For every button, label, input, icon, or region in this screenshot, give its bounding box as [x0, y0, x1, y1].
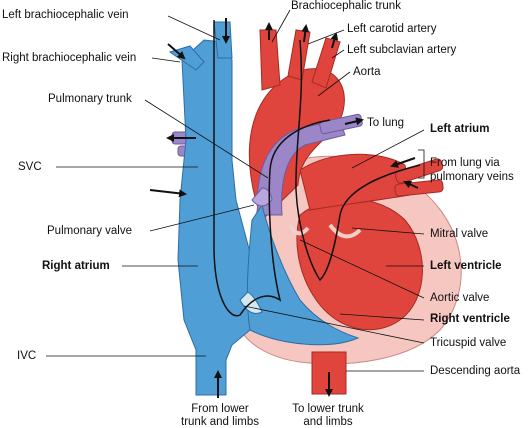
flow-path-oxygenated [295, 39, 421, 282]
label-tricuspid-valve: Tricuspid valve [430, 337, 507, 349]
label-left-subclavian-artery: Left subclavian artery [347, 44, 457, 56]
label-left-brachiocephalic-vein: Left brachiocephalic vein [2, 9, 129, 21]
right-ventricle-chamber [246, 203, 360, 346]
aortic-valve-shape [288, 223, 310, 236]
label-right-brachiocephalic-vein: Right brachiocephalic vein [2, 52, 137, 64]
label-from-lower-line1: From lower [191, 403, 249, 415]
leader-lines [46, 9, 425, 372]
label-to-lower-line1: To lower trunk [292, 403, 364, 415]
label-svc: SVC [18, 161, 42, 173]
label-from-lung-line1: From lung via [430, 157, 500, 169]
arrow-right-brachiocephalic [167, 43, 186, 60]
label-from-lung-line2: pulmonary veins [430, 171, 514, 183]
flow-path-deoxygenated [213, 20, 331, 317]
arrow-left-subclavian [330, 32, 339, 49]
label-brachiocephalic-trunk: Brachiocephalic trunk [291, 0, 401, 12]
arrow-from-lung-lower [403, 180, 419, 189]
label-left-carotid-artery: Left carotid artery [347, 23, 437, 35]
label-aorta: Aorta [353, 66, 381, 78]
label-mitral-valve: Mitral valve [430, 228, 489, 240]
arrow-from-lung-upper [390, 157, 416, 168]
svc-vessel [177, 39, 253, 396]
label-aortic-valve: Aortic valve [430, 292, 490, 304]
pulmonary-valve-shape [251, 187, 273, 207]
mitral-valve-shape [328, 223, 362, 239]
label-right-atrium: Right atrium [42, 260, 110, 272]
left-subclavian-vessel [311, 37, 341, 89]
brachiocephalic-trunk-vessel [259, 29, 281, 91]
label-descending-aorta: Descending aorta [430, 365, 521, 377]
arrow-to-lung [344, 117, 364, 126]
label-left-atrium: Left atrium [430, 123, 490, 135]
label-to-lung: To lung [367, 117, 405, 129]
label-pulmonary-valve: Pulmonary valve [47, 225, 133, 237]
arrow-left-carotid [301, 24, 310, 43]
label-ivc: IVC [17, 350, 37, 362]
label-right-ventricle: Right ventricle [430, 313, 510, 325]
label-pulmonary-trunk: Pulmonary trunk [48, 93, 132, 105]
label-from-lower-line2: trunk and limbs [181, 416, 259, 428]
arrow-svc-entry [149, 189, 187, 198]
label-to-lower-line2: and limbs [303, 416, 353, 428]
label-left-ventricle: Left ventricle [430, 260, 502, 272]
left-carotid-vessel [287, 29, 311, 81]
